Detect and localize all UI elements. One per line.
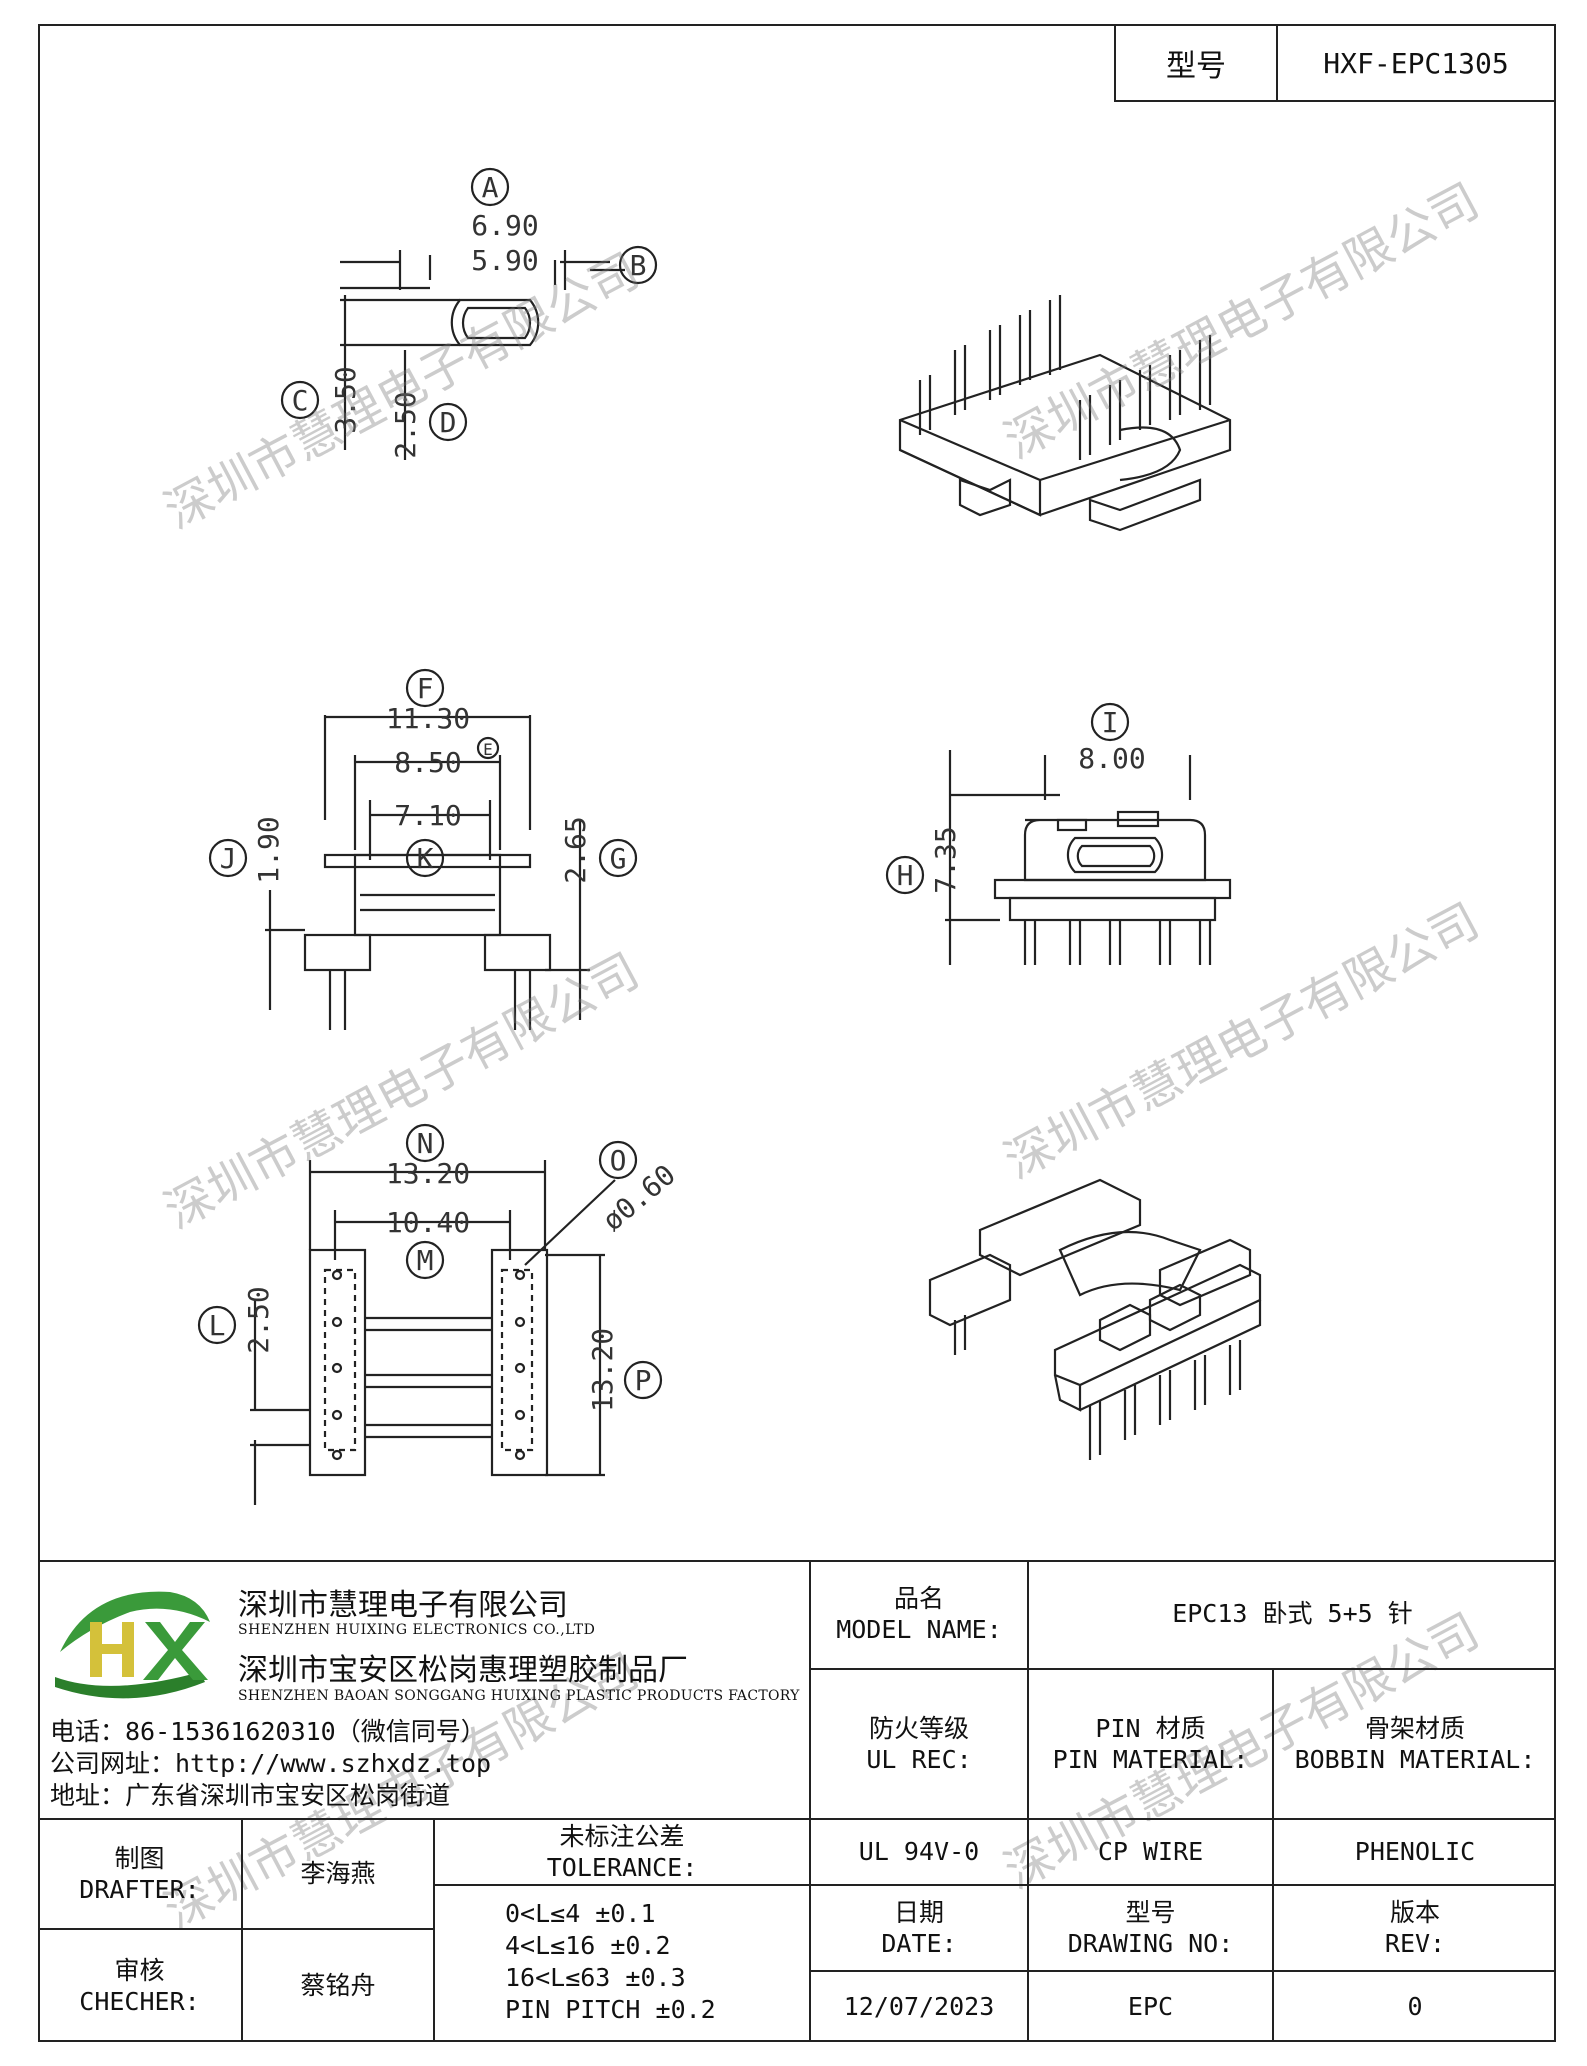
- bobbin-material-label: 骨架材质 BOBBIN MATERIAL:: [1274, 1670, 1556, 1820]
- model-name-label: 品名 MODEL NAME:: [811, 1560, 1029, 1670]
- model-label: 型号: [1116, 26, 1278, 100]
- dim-letter-e: E: [483, 740, 493, 759]
- fire-rating-value: UL 94V-0: [811, 1820, 1029, 1886]
- dim-letter-l: L: [209, 1309, 226, 1342]
- dim-value-g: 2.65: [559, 816, 592, 883]
- pin-material-label: PIN 材质 PIN MATERIAL:: [1029, 1670, 1274, 1820]
- drawing-no-label: 型号 DRAWING NO:: [1029, 1886, 1274, 1972]
- dim-value-l: 2.50: [242, 1286, 275, 1353]
- dim-value-m: 10.40: [386, 1206, 470, 1239]
- dim-value-k: 7.10: [394, 799, 461, 832]
- dim-letter-f: F: [417, 672, 434, 705]
- dim-value-a: 6.90: [471, 209, 538, 242]
- tolerance-label: 未标注公差 TOLERANCE:: [435, 1820, 811, 1886]
- dim-letter-g: G: [610, 842, 627, 875]
- technical-drawing: A 6.90 5.90 B C D 3.50 2.50 F 11.30 8.50…: [197, 167, 1262, 1505]
- checker-name: 蔡铭舟: [243, 1930, 435, 2042]
- company-website[interactable]: 公司网址：http://www.szhxdz.top: [50, 1749, 492, 1778]
- dim-letter-h: H: [897, 859, 914, 892]
- dim-letter-i: I: [1102, 706, 1119, 739]
- front-view: [885, 702, 1232, 965]
- side-view: [208, 668, 638, 1030]
- revision-value: 0: [1407, 1992, 1423, 2022]
- dim-letter-a: A: [482, 171, 499, 204]
- dim-value-h: 7.35: [929, 826, 962, 893]
- dim-value-e: 8.50: [394, 746, 461, 779]
- slot-view: [280, 167, 658, 460]
- bottom-view: [197, 1123, 663, 1505]
- company-logo: [55, 1591, 210, 1699]
- dim-letter-b: B: [630, 249, 647, 282]
- company-name-cn: 深圳市慧理电子有限公司: [238, 1588, 568, 1623]
- bobbin-material-value: PHENOLIC: [1274, 1820, 1556, 1886]
- isometric-view-bottom: [928, 1178, 1262, 1460]
- revision-label: 版本 REV:: [1274, 1886, 1556, 1972]
- drawing-no-value: EPC: [1029, 1972, 1274, 2042]
- drafter-label: 制图 DRAFTER:: [38, 1820, 243, 1930]
- dim-letter-n: N: [417, 1127, 434, 1160]
- fire-rating-label: 防火等级 UL REC:: [811, 1670, 1029, 1820]
- dim-letter-j: J: [220, 842, 237, 875]
- dim-letter-c: C: [292, 384, 309, 417]
- factory-name-cn: 深圳市宝安区松岗惠理塑胶制品厂: [238, 1653, 688, 1688]
- model-value: HXF-EPC1305: [1323, 46, 1509, 80]
- drawing-svg: A 6.90 5.90 B C D 3.50 2.50 F 11.30 8.50…: [197, 167, 1262, 1505]
- company-info: 深圳市慧理电子有限公司 SHENZHEN HUIXING ELECTRONICS…: [38, 1560, 811, 1820]
- company-name-en: SHENZHEN HUIXING ELECTRONICS CO.,LTD: [238, 1622, 596, 1638]
- dim-letter-d: D: [440, 406, 457, 439]
- dim-value-b: 5.90: [471, 244, 538, 277]
- tolerance-values: [435, 1886, 811, 2042]
- tolerance-lines: 0<L≤4 ±0.1 4<L≤16 ±0.2 16<L≤63 ±0.3 PIN …: [505, 1899, 716, 2024]
- model-name-value: EPC13 卧式 5+5 针: [1029, 1560, 1556, 1670]
- dim-value-p: 13.20: [586, 1328, 619, 1412]
- dim-value-i: 8.00: [1078, 742, 1145, 775]
- dim-value-d: 2.50: [389, 391, 422, 458]
- date-value: 12/07/2023: [811, 1972, 1029, 2042]
- dim-letter-p: P: [635, 1364, 652, 1397]
- isometric-view-top: [898, 295, 1232, 532]
- company-address: 地址：广东省深圳市宝安区松岗街道: [50, 1781, 451, 1810]
- dim-value-j: 1.90: [252, 816, 285, 883]
- date-label: 日期 DATE:: [811, 1886, 1029, 1972]
- dim-value-n: 13.20: [386, 1157, 470, 1190]
- dim-letter-k: K: [417, 842, 434, 875]
- drafter-name: 李海燕: [243, 1820, 435, 1930]
- pin-material-value: CP WIRE: [1029, 1820, 1274, 1886]
- dim-value-f: 11.30: [386, 702, 470, 735]
- title-block: 深圳市慧理电子有限公司 SHENZHEN HUIXING ELECTRONICS…: [38, 1560, 1556, 2042]
- drawing-frame: [38, 24, 1556, 2042]
- company-phone: 电话：86-15361620310（微信同号）: [50, 1717, 486, 1746]
- dim-value-c: 3.50: [329, 366, 362, 433]
- model-number-box: 型号 HXF-EPC1305: [1114, 24, 1556, 102]
- factory-name-en: SHENZHEN BAOAN SONGGANG HUIXING PLASTIC …: [238, 1688, 800, 1704]
- dim-letter-o: O: [610, 1144, 627, 1177]
- checker-label: 审核 CHECHER:: [38, 1930, 243, 2042]
- dim-letter-m: M: [417, 1244, 434, 1277]
